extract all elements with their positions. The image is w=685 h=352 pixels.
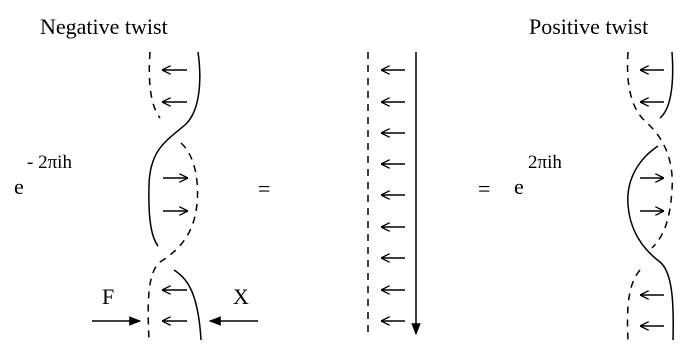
right-solid-strand-upper xyxy=(659,51,674,119)
straight-ribbon-arrows xyxy=(381,70,405,321)
f-label: F xyxy=(102,284,114,309)
negative-twist-ribbon xyxy=(147,51,202,341)
straight-ribbon xyxy=(367,52,421,338)
negative-phase-factor: e - 2πih xyxy=(14,152,72,199)
equals-sign-left: = xyxy=(258,176,270,201)
right-dashed-strand-upper xyxy=(626,51,673,249)
left-base: e xyxy=(14,174,24,199)
left-solid-strand-lower xyxy=(173,269,202,341)
positive-phase-factor: e 2πih xyxy=(514,152,562,199)
right-base: e xyxy=(514,174,524,199)
positive-twist-arrows xyxy=(640,70,664,326)
negative-twist-arrows xyxy=(162,70,188,321)
left-dashed-strand-upper xyxy=(148,51,161,119)
positive-twist-title: Positive twist xyxy=(529,14,648,39)
positive-twist-ribbon xyxy=(626,51,674,341)
left-exponent: - 2πih xyxy=(27,152,72,173)
negative-twist-title: Negative twist xyxy=(40,14,168,39)
right-dashed-strand-lower xyxy=(626,269,641,341)
external-labels: F X xyxy=(92,284,258,326)
equals-sign-right: = xyxy=(478,176,490,201)
right-exponent: 2πih xyxy=(528,152,562,173)
x-label: X xyxy=(233,284,249,309)
left-dashed-strand-middle xyxy=(147,142,199,341)
left-solid-strand xyxy=(148,51,201,247)
right-solid-strand-middle xyxy=(627,145,674,341)
